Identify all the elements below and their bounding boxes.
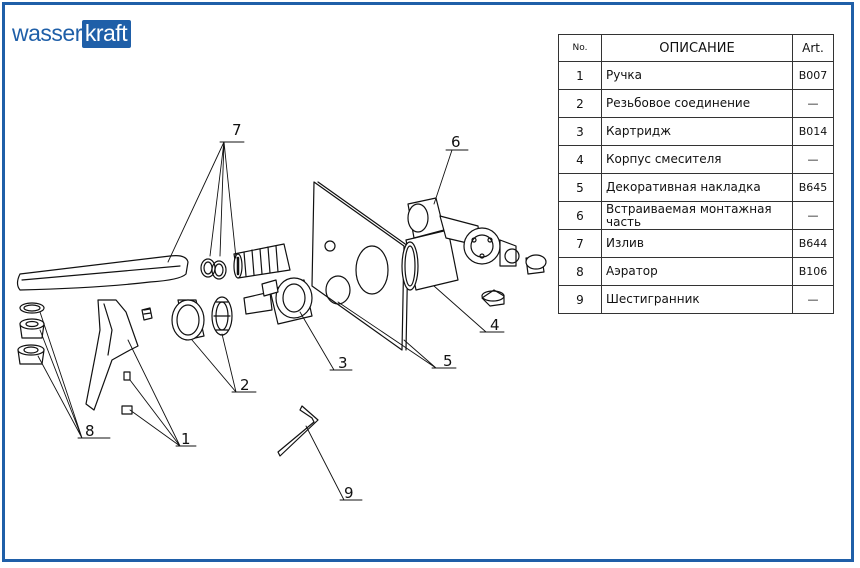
row-article: —	[792, 145, 834, 174]
callout-4: 4	[490, 316, 500, 334]
table-row: 2 Резьбовое соединение —	[558, 89, 834, 118]
row-article: —	[792, 201, 834, 230]
callout-1: 1	[181, 430, 191, 448]
row-article: B644	[792, 229, 834, 258]
brand-name-part1: wasser	[12, 20, 82, 46]
hex-key-part	[277, 405, 319, 457]
parts-table: No. ОПИСАНИЕ Art. 1 Ручка B007 2 Резьбов…	[558, 34, 834, 314]
callout-3: 3	[338, 354, 348, 372]
cartridge-part	[243, 277, 313, 325]
table-row: 3 Картридж B014	[558, 117, 834, 146]
row-no: 3	[558, 117, 602, 146]
row-article: —	[792, 285, 834, 314]
parts-table-header: No. ОПИСАНИЕ Art.	[558, 34, 834, 62]
callout-2: 2	[240, 376, 250, 394]
page-border	[2, 2, 854, 562]
row-description: Корпус смесителя	[601, 145, 793, 174]
row-description: Аэратор	[601, 257, 793, 286]
callout-5: 5	[443, 352, 453, 370]
callout-6: 6	[451, 133, 461, 151]
row-no: 8	[558, 257, 602, 286]
callout-7: 7	[232, 121, 242, 139]
header-description: ОПИСАНИЕ	[601, 34, 793, 62]
table-row: 8 Аэратор B106	[558, 257, 834, 286]
row-no: 1	[558, 61, 602, 90]
row-article: B014	[792, 117, 834, 146]
row-description: Декоративная накладка	[601, 173, 793, 202]
row-description: Ручка	[601, 61, 793, 90]
threaded-connection-parts	[171, 296, 233, 341]
row-no: 2	[558, 89, 602, 118]
row-article: B007	[792, 61, 834, 90]
mixer-body-part	[401, 229, 505, 307]
table-row: 9 Шестигранник —	[558, 285, 834, 314]
callout-leader-lines	[37, 141, 505, 501]
row-article: B645	[792, 173, 834, 202]
header-article: Art.	[792, 34, 834, 62]
decorative-plate-part	[311, 181, 409, 351]
spout-part	[16, 243, 291, 291]
header-no: No.	[558, 34, 602, 62]
row-article: —	[792, 89, 834, 118]
row-description: Резьбовое соединение	[601, 89, 793, 118]
callout-9: 9	[344, 484, 354, 502]
row-description: Шестигранник	[601, 285, 793, 314]
row-description: Встраиваемая монтажная часть	[601, 201, 793, 230]
callout-8: 8	[85, 422, 95, 440]
handle-part	[85, 299, 153, 415]
table-row: 7 Излив B644	[558, 229, 834, 258]
row-no: 7	[558, 229, 602, 258]
row-description: Картридж	[601, 117, 793, 146]
table-row: 1 Ручка B007	[558, 61, 834, 90]
in-wall-part	[407, 197, 547, 275]
table-row: 4 Корпус смесителя —	[558, 145, 834, 174]
brand-name-part2: kraft	[81, 20, 132, 48]
row-no: 9	[558, 285, 602, 314]
row-description: Излив	[601, 229, 793, 258]
table-row: 5 Декоративная накладка B645	[558, 173, 834, 202]
row-no: 6	[558, 201, 602, 230]
table-row: 6 Встраиваемая монтажная часть —	[558, 201, 834, 230]
row-no: 4	[558, 145, 602, 174]
row-article: B106	[792, 257, 834, 286]
aerator-parts	[17, 302, 45, 365]
row-no: 5	[558, 173, 602, 202]
